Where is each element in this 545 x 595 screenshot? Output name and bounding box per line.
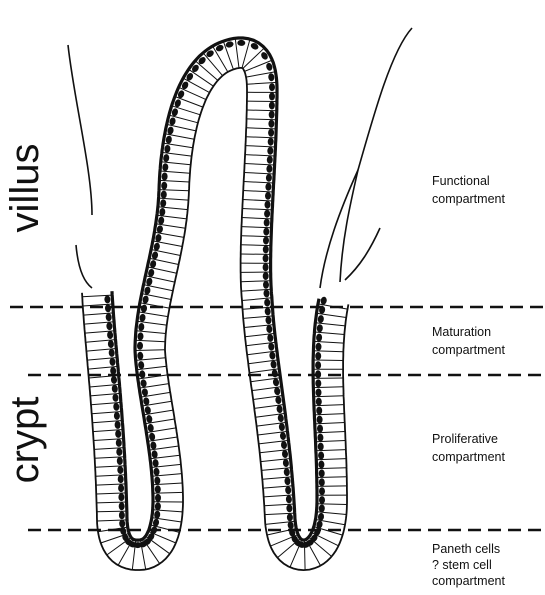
villus-label: villus — [3, 144, 47, 233]
crypt-label: crypt — [3, 397, 47, 484]
right-villus-inner — [320, 170, 358, 288]
left-villus-tip — [76, 245, 92, 288]
proliferative-compartment-label: Proliferative compartment — [432, 432, 505, 464]
maturation-compartment-label: Maturation compartment — [432, 325, 505, 357]
right-villus-tip — [345, 228, 380, 280]
epithelium-drawing — [68, 28, 412, 570]
right-villus-outline — [340, 28, 412, 282]
cell-nuclei — [104, 40, 327, 549]
functional-compartment-label: Functional compartment — [432, 174, 505, 206]
paneth-stem-compartment-label: Paneth cells ? stem cell compartment — [432, 542, 505, 588]
left-villus-outline — [68, 45, 92, 215]
